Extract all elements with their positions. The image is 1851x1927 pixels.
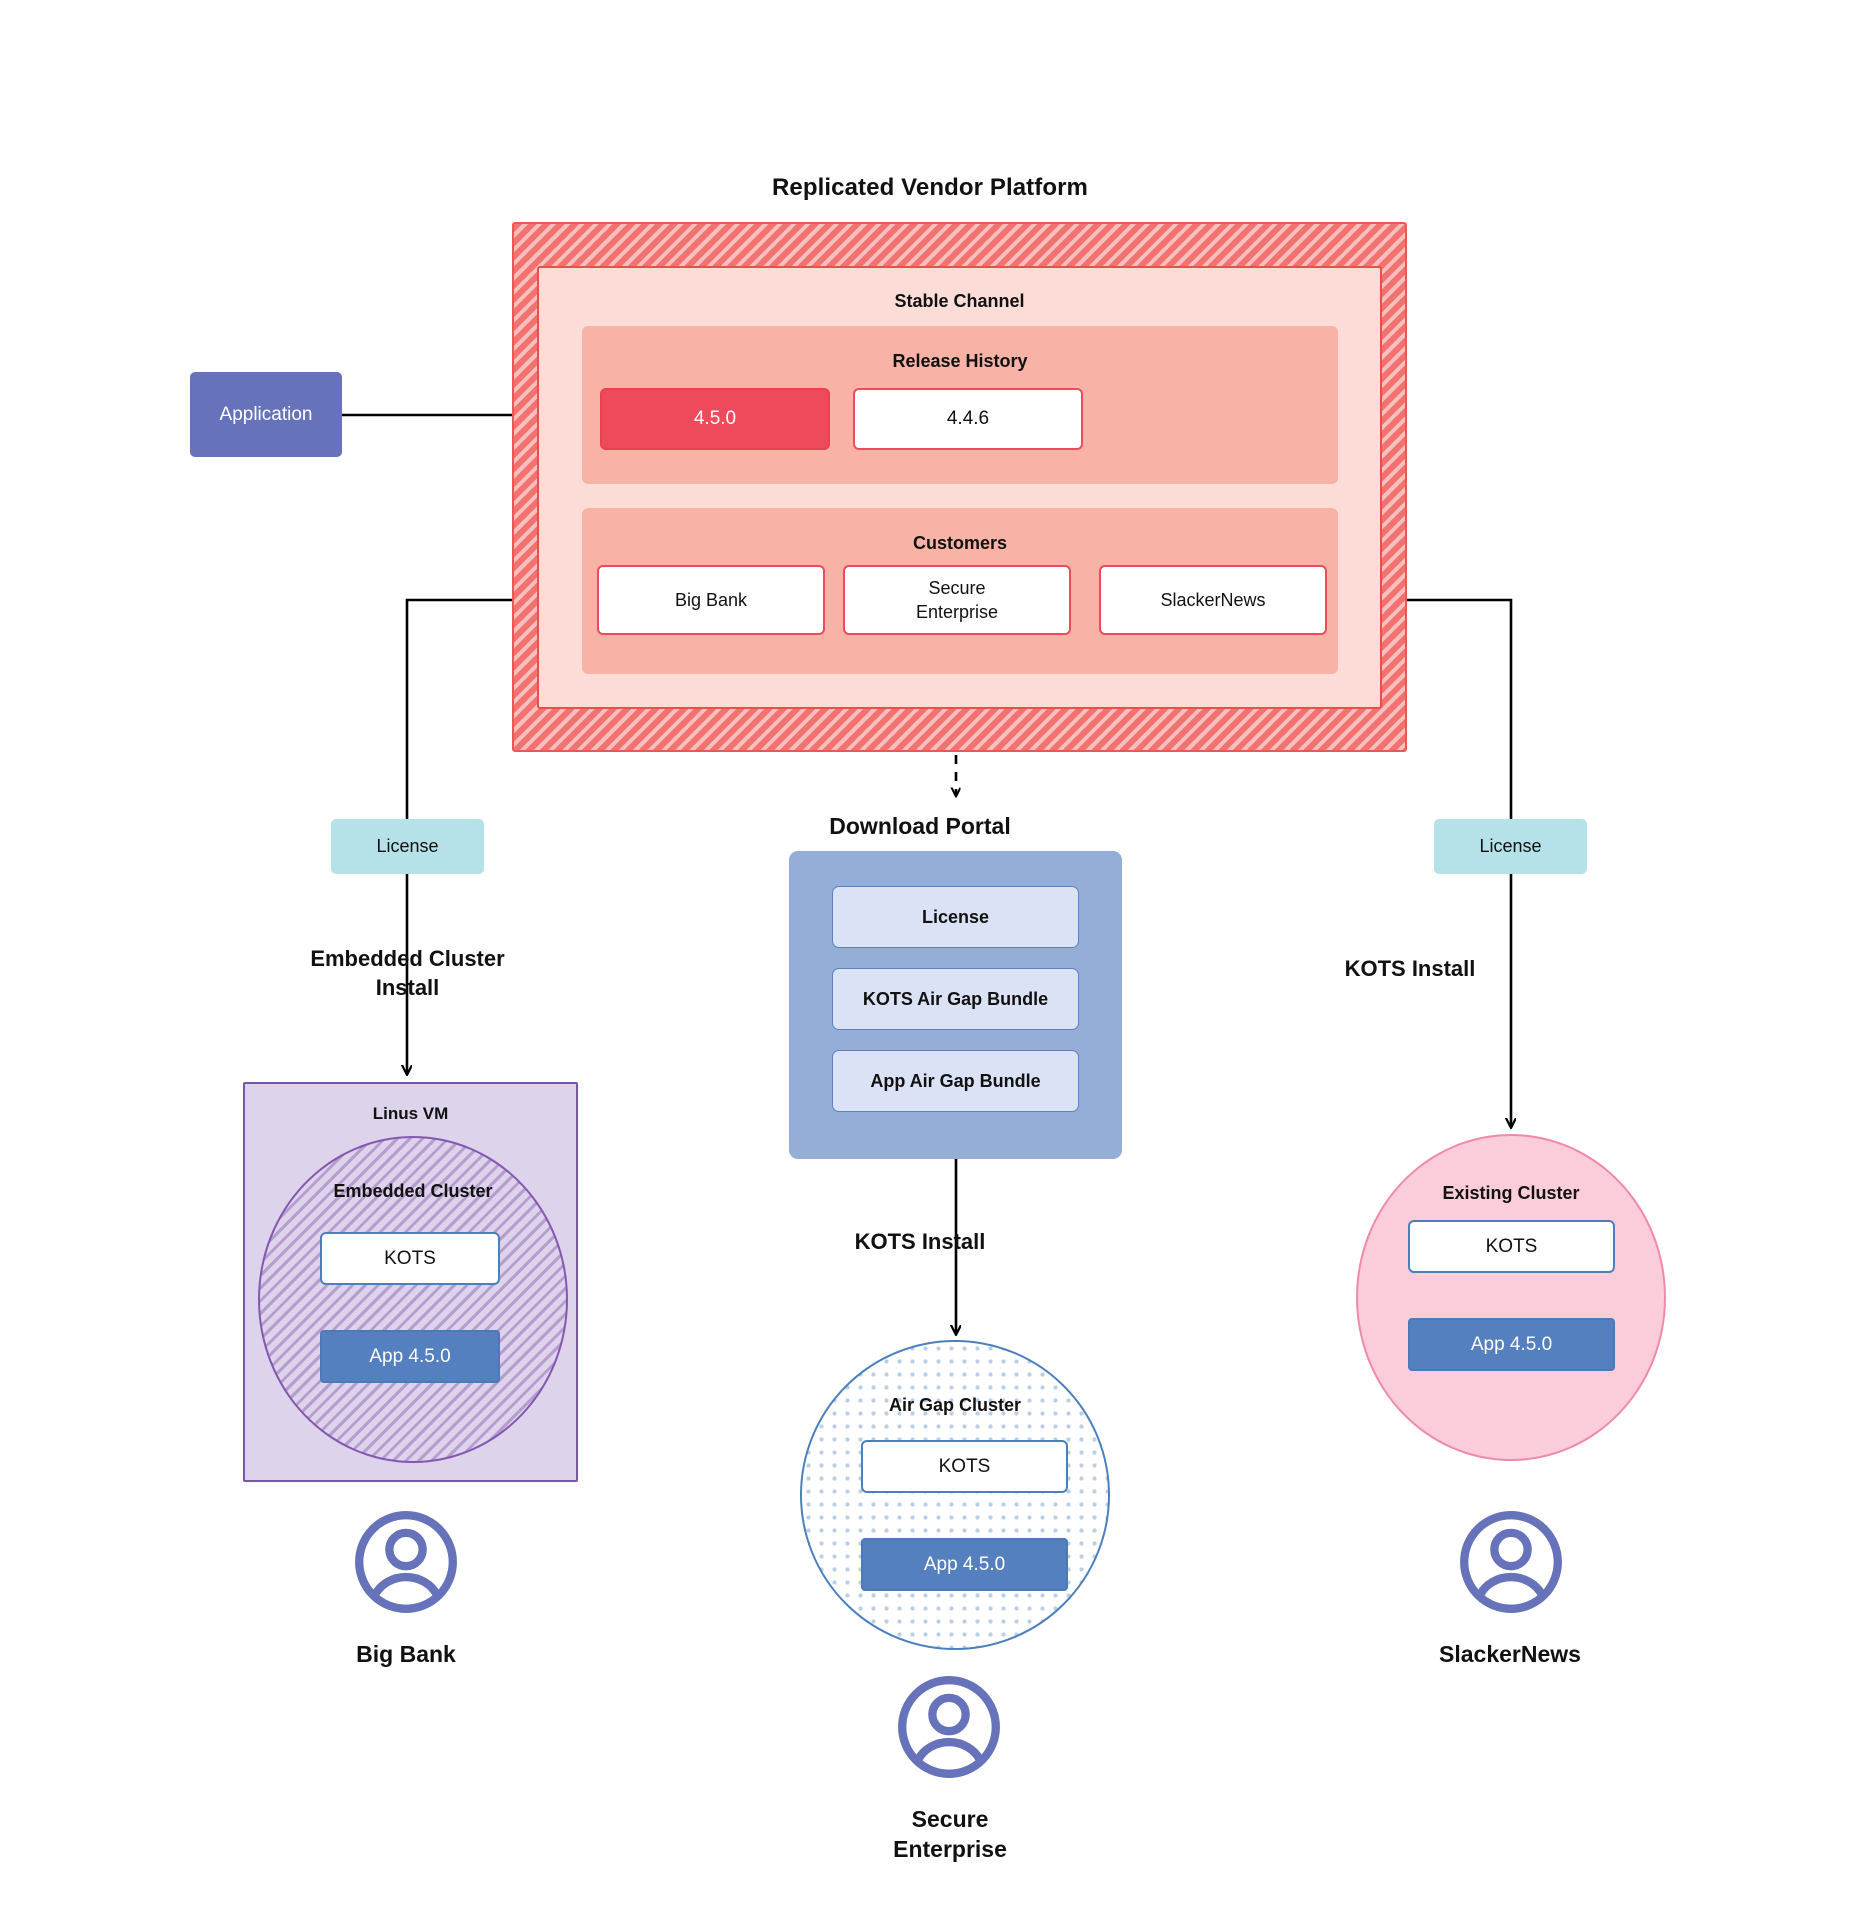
app-node-existing[interactable]: App 4.5.0 [1408,1318,1615,1371]
embedded-cluster-container [258,1136,568,1463]
application-node[interactable]: Application [190,372,342,457]
user-avatar-icon [1460,1511,1562,1613]
air-gap-cluster-label: Air Gap Cluster [888,1395,1022,1415]
customer-chip-slackernews[interactable]: SlackerNews [1099,565,1327,635]
download-portal-item-app-air-gap-bundle[interactable]: App Air Gap Bundle [832,1050,1079,1112]
customer-chip-big-bank[interactable]: Big Bank [597,565,825,635]
customers-label: Customers [912,533,1008,553]
existing-cluster-label: Existing Cluster [1442,1183,1580,1203]
user-avatar-icon [898,1676,1000,1778]
kots-node-embedded[interactable]: KOTS [320,1232,500,1285]
license-node-right[interactable]: License [1434,819,1587,874]
stable-channel-label: Stable Channel [894,291,1025,311]
install-label-embedded-cluster: Embedded Cluster Install [310,946,505,1000]
end-user-label-slackernews: SlackerNews [1439,1641,1581,1667]
customer-chip-secure-enterprise[interactable]: Secure Enterprise [843,565,1071,635]
download-portal-title: Download Portal [829,813,1011,839]
install-label-kots-right: KOTS Install [1344,956,1476,981]
page-title: Replicated Vendor Platform [771,174,1088,201]
download-portal-item-license[interactable]: License [832,886,1079,948]
embedded-cluster-label: Embedded Cluster [333,1181,493,1201]
install-label-kots-center: KOTS Install [854,1229,986,1254]
release-history-label: Release History [892,351,1028,371]
app-node-embedded[interactable]: App 4.5.0 [320,1330,500,1383]
end-user-label-secure-enterprise: Secure Enterprise [893,1806,1007,1862]
existing-cluster-container [1356,1134,1666,1461]
download-portal-item-kots-air-gap-bundle[interactable]: KOTS Air Gap Bundle [832,968,1079,1030]
app-node-airgap[interactable]: App 4.5.0 [861,1538,1068,1591]
release-chip-previous[interactable]: 4.4.6 [853,388,1083,450]
air-gap-cluster-container [800,1340,1110,1650]
linux-vm-label: Linus VM [372,1104,449,1123]
end-user-label-big-bank: Big Bank [356,1641,456,1667]
user-avatar-icon [355,1511,457,1613]
release-chip-current[interactable]: 4.5.0 [600,388,830,450]
kots-node-existing[interactable]: KOTS [1408,1220,1615,1273]
license-node-left[interactable]: License [331,819,484,874]
kots-node-airgap[interactable]: KOTS [861,1440,1068,1493]
